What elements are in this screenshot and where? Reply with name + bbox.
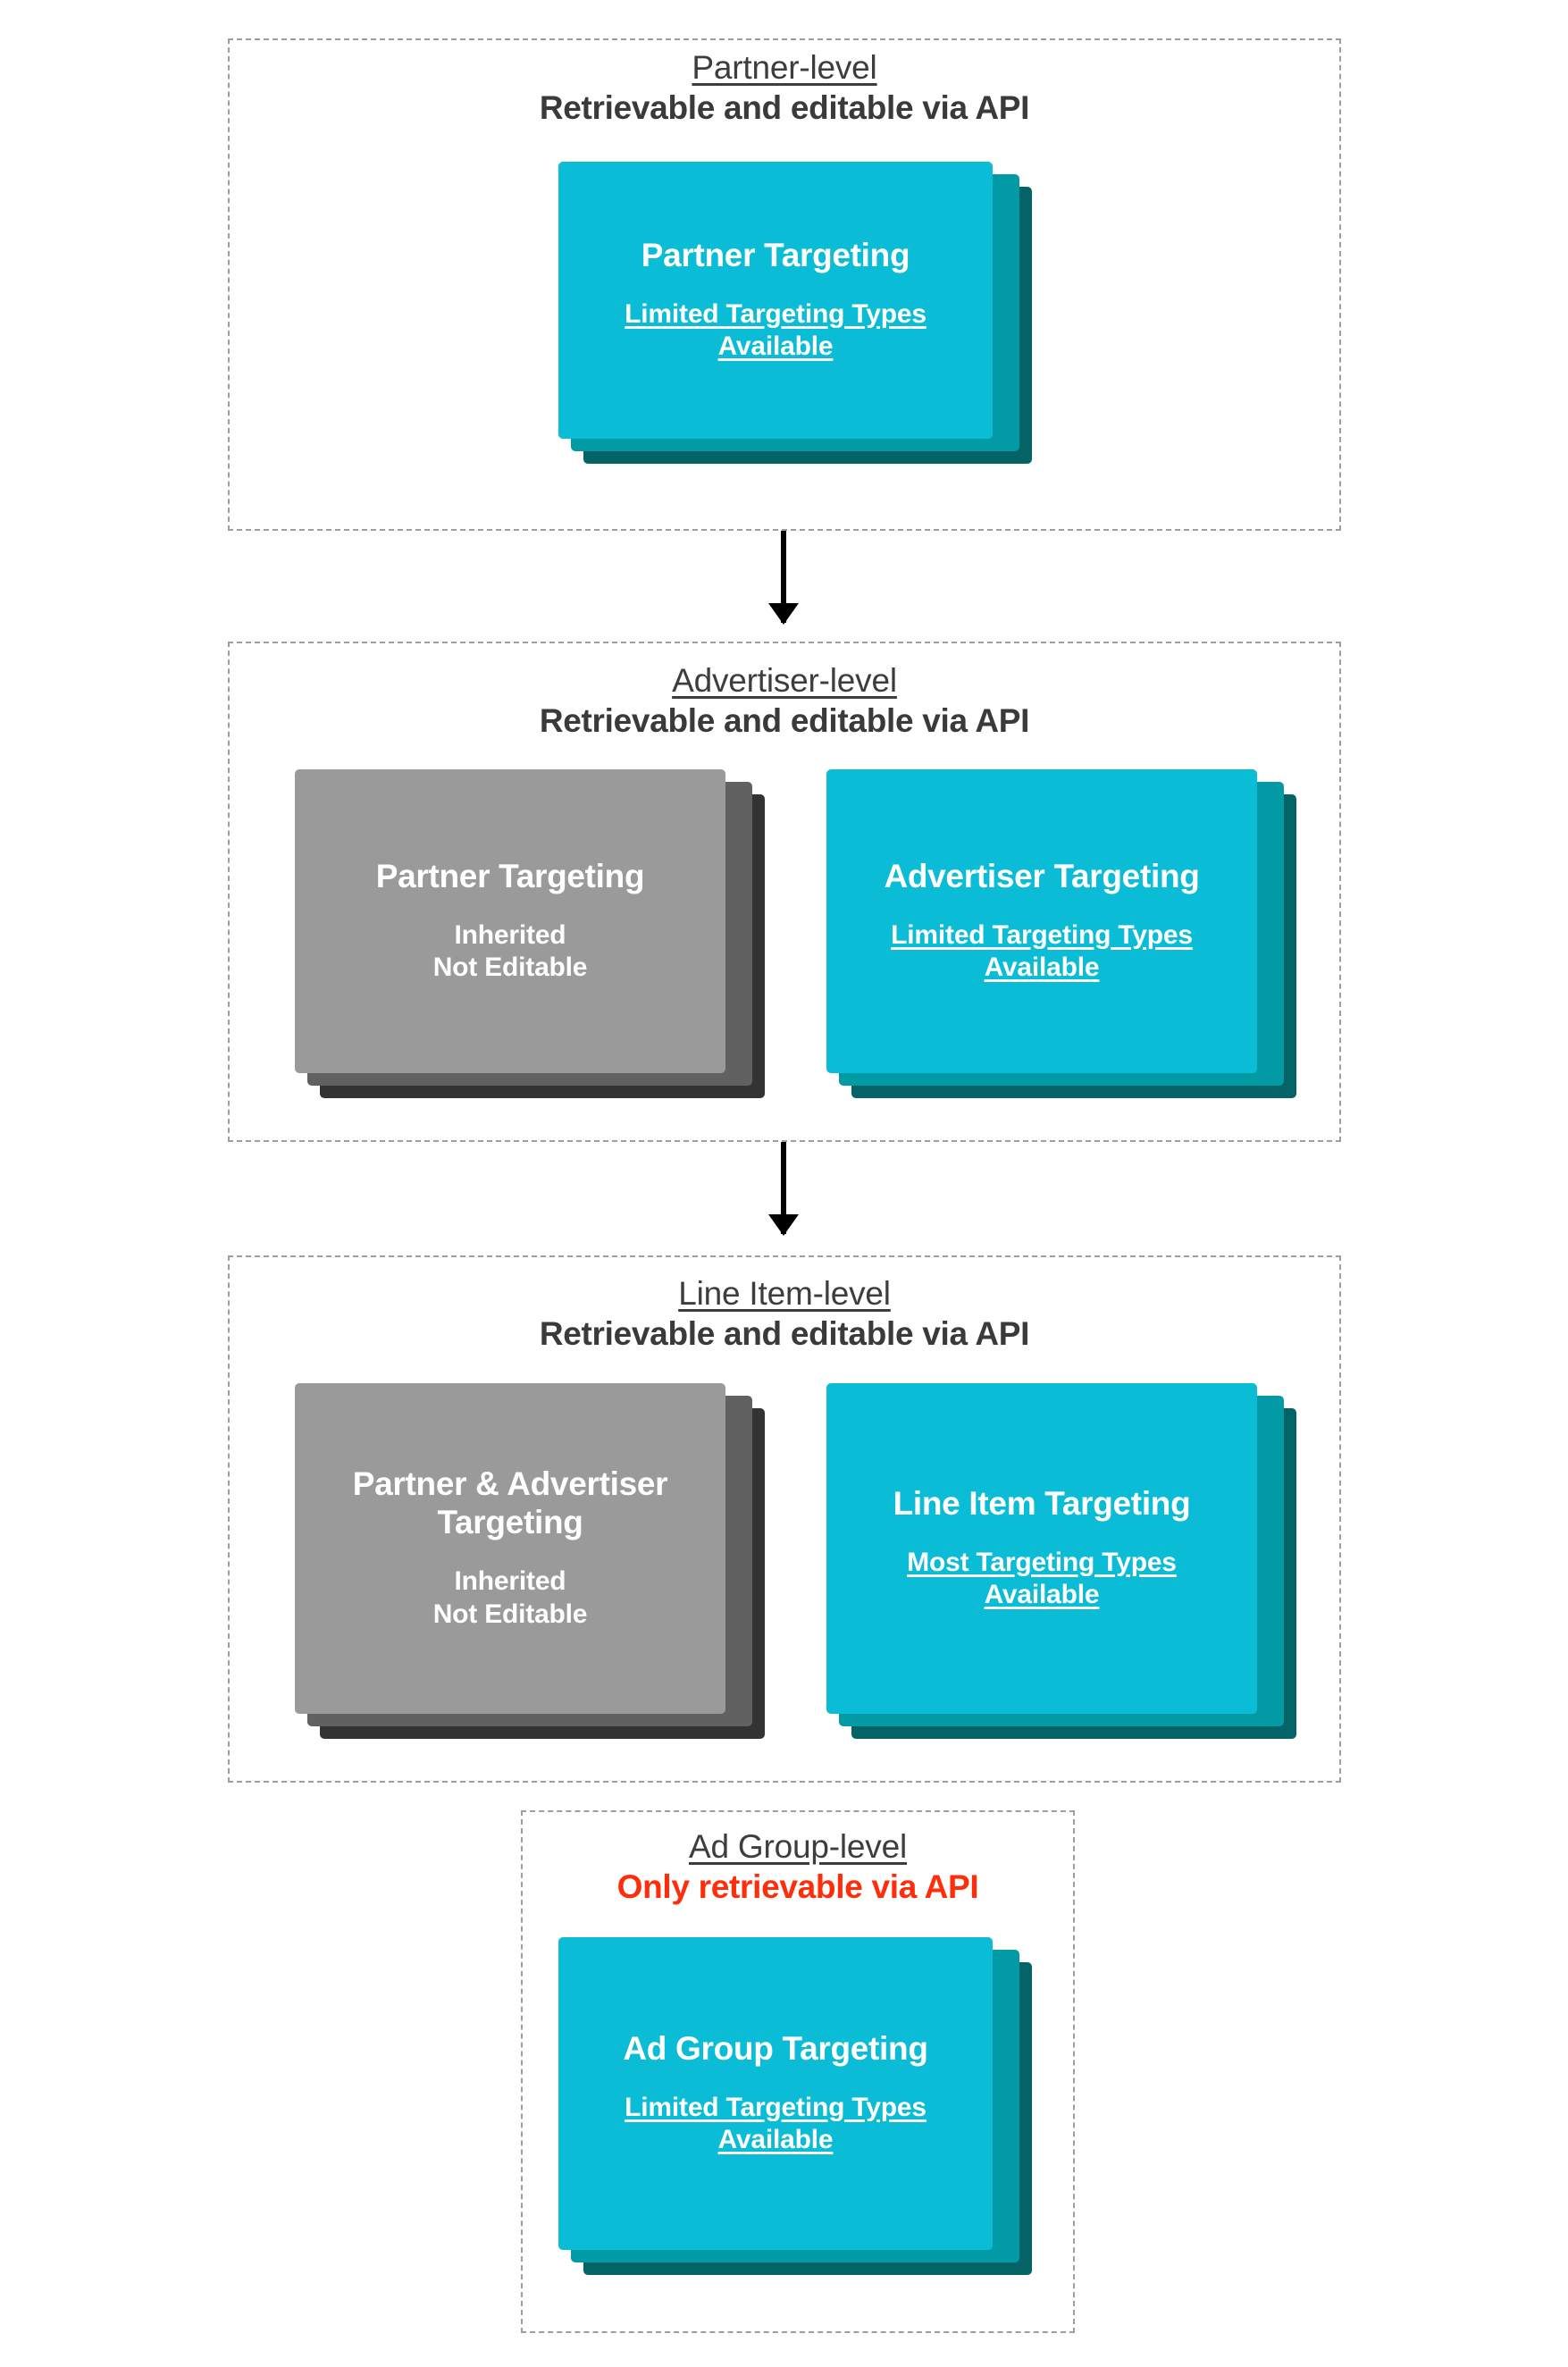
level-container-ad-group (521, 1810, 1075, 2333)
card-subtitle-line-1: Limited Targeting Types (625, 2092, 927, 2122)
arrow-head-icon (768, 1214, 799, 1236)
connector-arrow-partner-to-advertiser (768, 531, 799, 625)
level-title-ad-group: Ad Group-level (689, 1828, 907, 1865)
card-stack-advertiser-inherited-partner[interactable]: Partner Targeting Inherited Not Editable (295, 769, 765, 1098)
card-title: Partner Targeting (375, 857, 645, 894)
card-subtitle-line-2: Not Editable (432, 1599, 588, 1629)
card-subtitle-line-2: Available (984, 1580, 1100, 1610)
card-layer-front[interactable]: Partner Targeting Inherited Not Editable (295, 769, 725, 1073)
card-title: Advertiser Targeting (884, 857, 1200, 894)
arrow-head-icon (768, 603, 799, 625)
level-subtitle-ad-group: Only retrievable via API (616, 1868, 979, 1905)
card-subtitle-line-1: Inherited (454, 1566, 566, 1597)
level-heading-partner: Partner-level Retrievable and editable v… (228, 51, 1341, 124)
card-subtitle-line-1: Inherited (454, 919, 566, 950)
level-title-line-item: Line Item-level (678, 1275, 891, 1312)
level-heading-line-item: Line Item-level Retrievable and editable… (228, 1277, 1341, 1350)
connector-arrow-advertiser-to-line-item (768, 1142, 799, 1236)
level-subtitle-line-item: Retrievable and editable via API (539, 1315, 1030, 1352)
level-container-partner (228, 38, 1341, 531)
card-stack-advertiser-targeting[interactable]: Advertiser Targeting Limited Targeting T… (826, 769, 1296, 1098)
card-subtitle-line-2: Not Editable (432, 953, 588, 983)
level-title-advertiser: Advertiser-level (672, 662, 897, 699)
card-subtitle-line-2: Available (717, 2125, 834, 2155)
card-title: Partner & Advertiser Targeting (352, 1465, 668, 1541)
level-subtitle-partner: Retrievable and editable via API (539, 89, 1030, 126)
level-subtitle-advertiser: Retrievable and editable via API (539, 702, 1030, 739)
card-stack-line-item-targeting[interactable]: Line Item Targeting Most Targeting Types… (826, 1383, 1296, 1739)
card-layer-front[interactable]: Partner & Advertiser Targeting Inherited… (295, 1383, 725, 1714)
card-subtitle-line-1: Limited Targeting Types (625, 298, 927, 329)
card-stack-ad-group-targeting[interactable]: Ad Group Targeting Limited Targeting Typ… (558, 1937, 1032, 2275)
card-subtitle-line-1: Most Targeting Types (907, 1547, 1177, 1577)
level-title-partner: Partner-level (692, 49, 877, 86)
card-layer-front[interactable]: Partner Targeting Limited Targeting Type… (558, 162, 993, 439)
card-stack-line-item-inherited[interactable]: Partner & Advertiser Targeting Inherited… (295, 1383, 765, 1739)
level-heading-advertiser: Advertiser-level Retrievable and editabl… (228, 664, 1341, 737)
card-subtitle-line-1: Limited Targeting Types (891, 919, 1193, 950)
card-stack-partner-targeting[interactable]: Partner Targeting Limited Targeting Type… (558, 162, 1032, 464)
level-container-line-item (228, 1255, 1341, 1783)
card-title: Partner Targeting (641, 236, 910, 273)
card-subtitle-line-2: Available (717, 332, 834, 362)
card-layer-front[interactable]: Line Item Targeting Most Targeting Types… (826, 1383, 1257, 1714)
card-title: Ad Group Targeting (623, 2029, 928, 2067)
card-layer-front[interactable]: Ad Group Targeting Limited Targeting Typ… (558, 1937, 993, 2250)
card-subtitle-line-2: Available (984, 953, 1100, 983)
card-layer-front[interactable]: Advertiser Targeting Limited Targeting T… (826, 769, 1257, 1073)
level-heading-ad-group: Ad Group-level Only retrievable via API (521, 1830, 1075, 1903)
level-container-advertiser (228, 642, 1341, 1142)
card-title: Line Item Targeting (893, 1484, 1191, 1522)
